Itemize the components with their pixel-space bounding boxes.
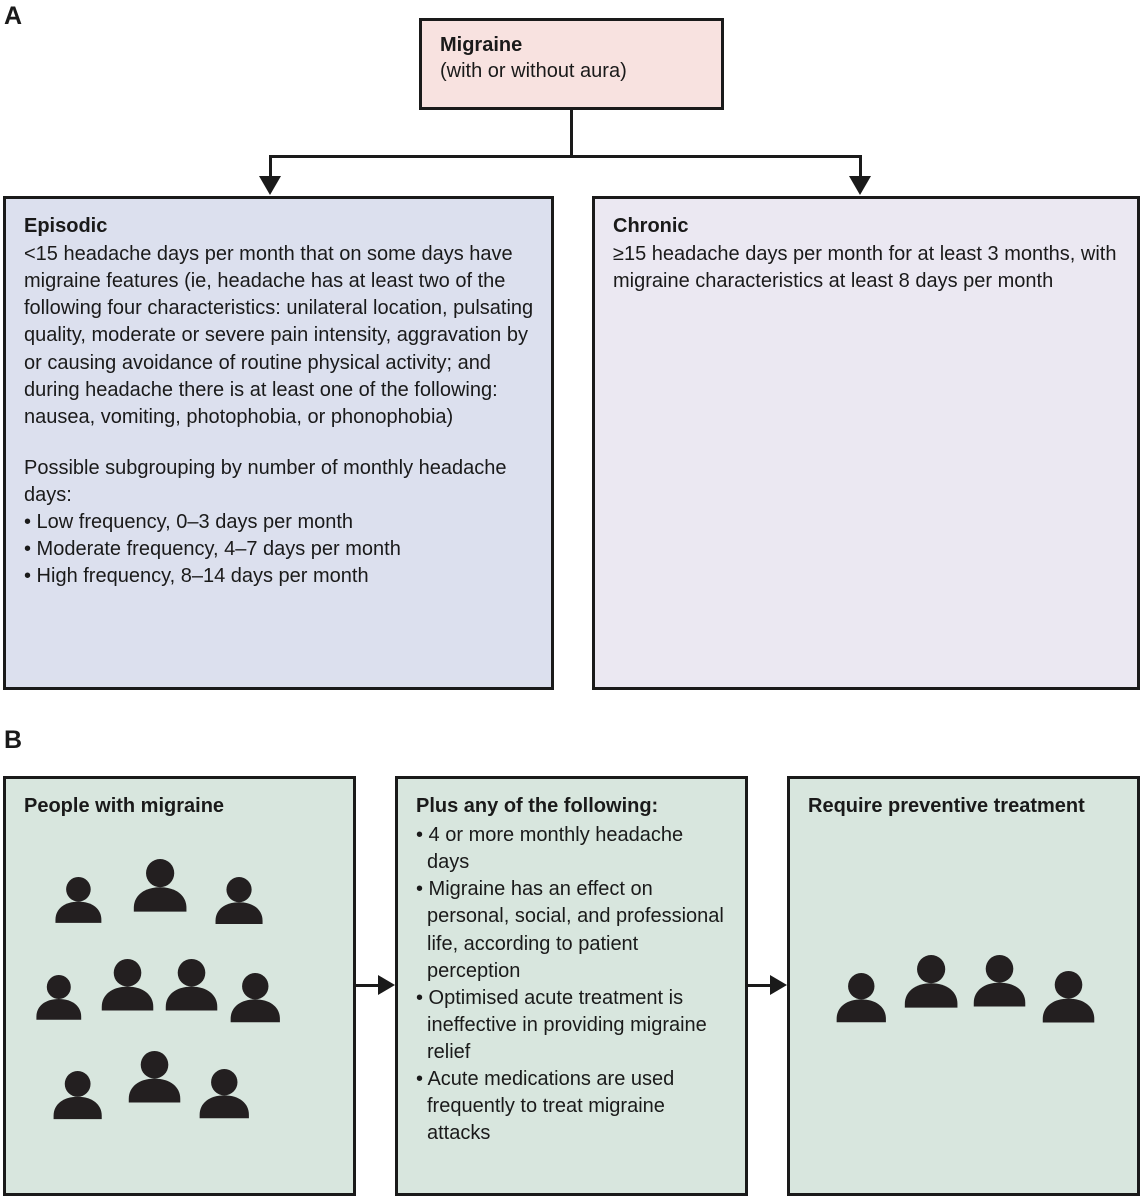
chronic-heading: Chronic [613,215,689,237]
chronic-box: Chronic ≥15 headache days per month for … [592,196,1140,690]
list-item: • 4 or more monthly headache days [416,824,684,874]
person-icon [228,973,283,1024]
migraine-root-box: Migraine (with or without aura) [419,18,724,110]
list-item: • Migraine has an effect on personal, so… [416,878,724,982]
person-icon [126,1051,183,1104]
criteria-heading: Plus any of the following: [416,795,659,817]
list-item: • Moderate frequency, 4–7 days per month [24,538,401,561]
migraine-title: Migraine [440,34,523,56]
episodic-box: Episodic <15 headache days per month tha… [3,196,554,690]
connector-right-drop [859,155,862,178]
arrow-right-icon-2 [748,975,787,995]
arrow-down-icon-chronic [849,176,871,195]
people-icon-group [790,779,1137,1193]
connector-left-drop [269,155,272,178]
people-with-migraine-box: People with migraine [3,776,356,1196]
person-icon [163,959,220,1012]
person-icon [1040,971,1097,1024]
person-icon [53,877,104,925]
person-icon [971,955,1028,1008]
criteria-list: • 4 or more monthly headache days • Migr… [416,822,729,1147]
connector-stem [570,110,573,157]
connector-horizontal [269,155,862,158]
episodic-subgroup-intro: Possible subgrouping by number of monthl… [24,456,507,506]
episodic-subgroup-list: • Low frequency, 0–3 days per month • Mo… [24,509,535,590]
person-icon [99,959,156,1012]
episodic-heading: Episodic [24,215,108,237]
person-icon [834,973,889,1024]
chronic-body: ≥15 headache days per month for at least… [613,243,1117,293]
person-icon [131,859,189,914]
people-with-migraine-heading: People with migraine [24,795,225,817]
person-icon [213,877,265,926]
arrow-right-icon-1 [356,975,395,995]
migraine-subtitle: (with or without aura) [440,60,627,83]
person-icon [34,975,84,1021]
episodic-body: <15 headache days per month that on some… [24,243,534,428]
require-preventive-treatment-heading: Require preventive treatment [808,795,1085,817]
people-icon-group [6,779,353,1193]
panel-label-b: B [4,726,23,754]
criteria-box: Plus any of the following: • 4 or more m… [395,776,748,1196]
person-icon [197,1069,252,1120]
panel-label-a: A [4,2,23,30]
person-icon [51,1071,104,1121]
list-item: • Optimised acute treatment is ineffecti… [416,986,707,1063]
arrow-down-icon-episodic [259,176,281,195]
list-item: • Acute medications are used frequently … [416,1068,675,1145]
person-icon [902,955,960,1010]
require-preventive-treatment-box: Require preventive treatment [787,776,1140,1196]
list-item: • High frequency, 8–14 days per month [24,565,369,588]
list-item: • Low frequency, 0–3 days per month [24,511,354,534]
